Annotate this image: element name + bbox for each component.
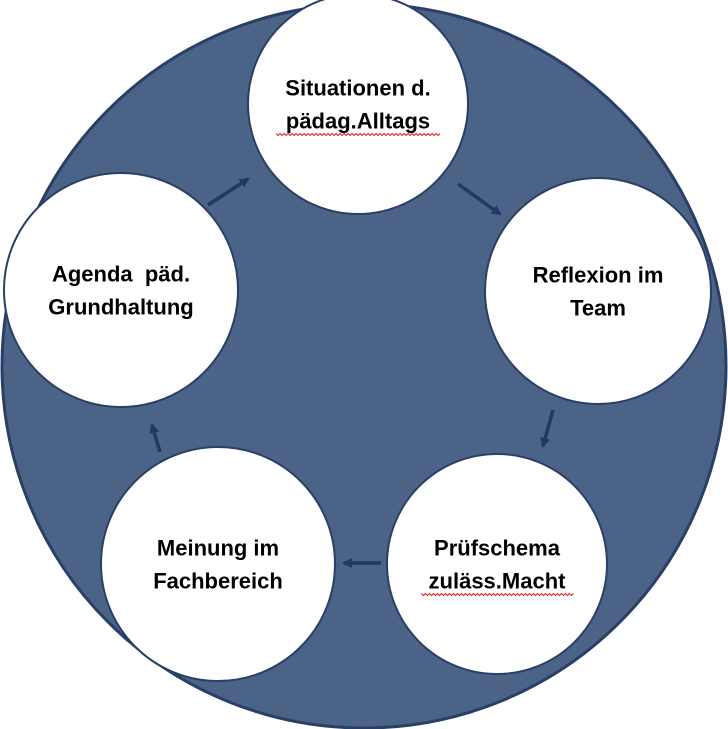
- node-label-agenda-line-1: Agenda päd.: [52, 262, 190, 287]
- node-label-situationen-line-2: pädag.Alltags: [286, 109, 430, 134]
- node-label-meinung-line-2: Fachbereich: [153, 569, 283, 594]
- node-label-agenda-line-2: Grundhaltung: [48, 295, 193, 320]
- node-circle-pruefschema: [386, 453, 608, 675]
- spellcheck-underline-situationen: [275, 132, 441, 137]
- node-label-pruefschema-line-1: Prüfschema: [434, 536, 561, 561]
- node-pruefschema: Prüfschema zuläss.Macht: [386, 453, 608, 675]
- node-label-pruefschema-line-2: zuläss.Macht: [429, 569, 567, 594]
- edges-layer: [149, 177, 555, 568]
- node-meinung: Meinung im Fachbereich: [100, 446, 336, 682]
- node-label-situationen-line-1: Situationen d.: [285, 76, 430, 101]
- node-agenda: Agenda päd. Grundhaltung: [3, 172, 239, 408]
- node-circle-meinung: [100, 446, 336, 682]
- node-label-meinung-line-1: Meinung im: [157, 536, 279, 561]
- node-circle-agenda: [3, 172, 239, 408]
- arrow-agenda-to-situationen: [207, 177, 250, 207]
- spellcheck-underline-pruefschema: [421, 592, 574, 597]
- node-situationen: Situationen d. pädag.Alltags: [247, 0, 469, 215]
- arrow-meinung-to-agenda: [149, 423, 162, 453]
- arrow-situationen-to-reflexion: [456, 182, 502, 216]
- node-label-reflexion-line-2: Team: [570, 296, 626, 321]
- node-circle-situationen: [247, 0, 469, 215]
- node-label-reflexion-line-1: Reflexion im: [533, 263, 664, 288]
- node-reflexion: Reflexion im Team: [484, 177, 712, 405]
- arrow-reflexion-to-pruefschema: [540, 409, 555, 448]
- node-circle-reflexion: [484, 177, 712, 405]
